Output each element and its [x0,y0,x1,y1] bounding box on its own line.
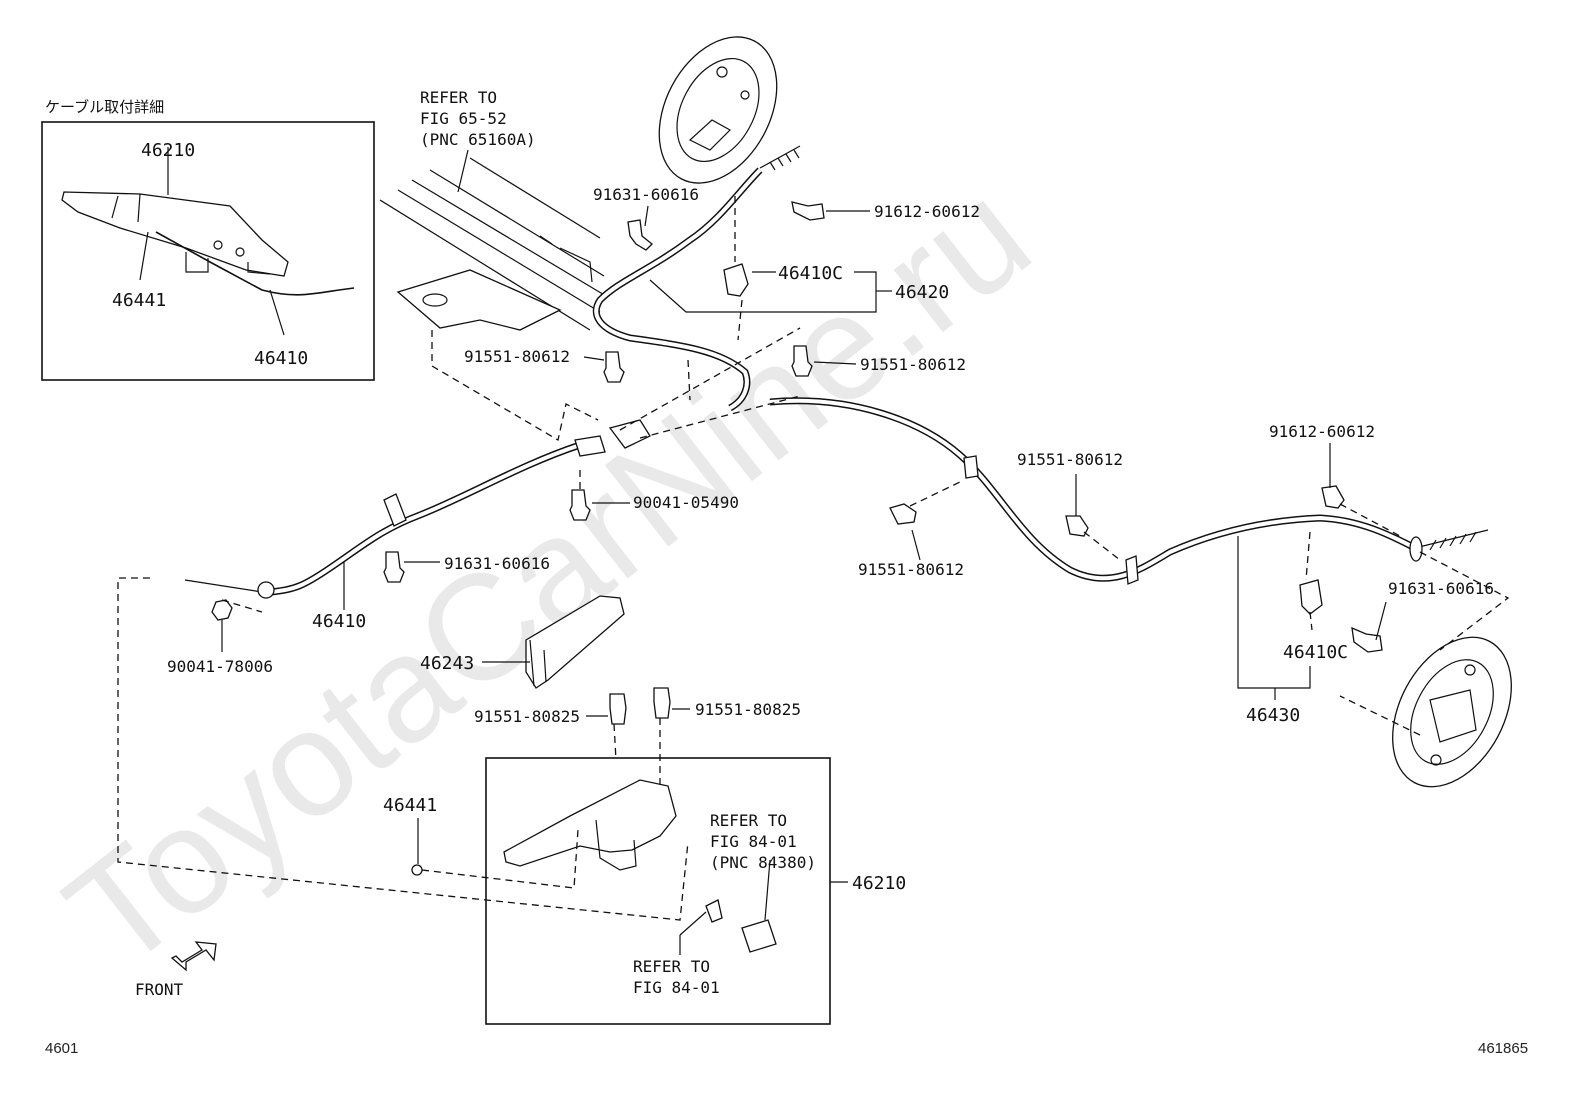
floor-panel-icon [379,157,607,331]
label-91551-c: 91551-80612 [1017,450,1123,469]
boot-46243-icon [525,595,625,689]
label-46410: 46410 [312,611,366,632]
detail-frame [41,121,375,381]
clamp-46410c-right-icon [1299,579,1323,615]
front-arrow-icon [170,941,217,972]
detail-label-46210: 46210 [141,140,195,161]
bolts [211,201,1383,876]
bolt-91631-mid-icon [383,551,405,583]
cable-46430 [769,397,1489,615]
equalizer-icon [608,419,651,449]
clip-46441-icon [411,864,423,876]
label-46210: 46210 [852,873,906,894]
label-46420: 46420 [895,282,949,303]
refer-mid: REFER TO FIG 84-01 (PNC 84380) [710,811,816,872]
nut-90041-78006-icon [211,599,233,621]
label-91631-top: 91631-60616 [593,185,699,204]
label-90041-78006: 90041-78006 [167,657,273,676]
detail-lever-icon [61,191,289,277]
svg-text:REFER TO: REFER TO [710,811,787,830]
bracket-icon [383,493,407,527]
label-91612-right: 91612-60612 [1269,422,1375,441]
label-90041-05490: 90041-05490 [633,493,739,512]
detail-inset: ケーブル取付詳細 46210 46441 46410 [41,98,375,381]
bolt-90041-05490-icon [569,489,591,521]
svg-text:(PNC 84380): (PNC 84380) [710,853,816,872]
svg-text:FIG 65-52: FIG 65-52 [420,109,507,128]
switch-screw-icon [705,899,723,923]
svg-text:FIG 84-01: FIG 84-01 [633,978,720,997]
bolt-91551-c-icon [889,503,917,525]
brake-plate-top-icon [658,36,778,184]
detail-title: ケーブル取付詳細 [45,98,164,116]
leader-lines [221,205,1387,883]
page-code-right: 461865 [1478,1040,1528,1057]
label-91551-80825-a: 91551-80825 [474,707,580,726]
lever-frame [485,757,831,1025]
bolt-91551-a-icon [603,351,625,383]
label-46243: 46243 [420,653,474,674]
front-label: FRONT [135,980,184,999]
label-46441: 46441 [383,795,437,816]
bolt-91631-top-icon [627,219,653,251]
lever-assembly-box [485,757,831,1025]
svg-text:(PNC 65160A): (PNC 65160A) [420,130,536,149]
cable-46410 [184,419,651,599]
label-46410c-top: 46410C [778,263,843,284]
cable-46420 [592,145,801,412]
label-91631-right: 91631-60616 [1388,579,1494,598]
label-46430: 46430 [1246,705,1300,726]
label-91612-top: 91612-60612 [874,202,980,221]
bolt-91631-right-icon [1351,626,1383,653]
bolt-91551-80825-a-icon [609,693,627,725]
switch-84380-icon [741,919,777,953]
part-labels: 91631-60616 91612-60612 46410C 46420 915… [167,185,1494,894]
bolt-91551-d-icon [1065,515,1089,537]
refer-bot: REFER TO FIG 84-01 [633,957,720,997]
label-91551-b: 91551-80612 [860,355,966,374]
bolt-91551-80825-b-icon [653,687,671,719]
dashed-lines [117,196,1510,921]
label-91551-80825-b: 91551-80825 [695,700,801,719]
brake-plate-right-icon [1392,636,1512,788]
label-91551-d: 91551-80612 [858,560,964,579]
label-91631-mid: 91631-60616 [444,554,550,573]
detail-label-46441: 46441 [112,290,166,311]
bolt-91551-b-icon [791,345,813,377]
label-91551-a: 91551-80612 [464,347,570,366]
bolt-91612-top-icon [791,201,825,221]
lever-46210-icon [503,779,677,867]
svg-text:FIG 84-01: FIG 84-01 [710,832,797,851]
detail-label-46410: 46410 [254,348,308,369]
page-code-left: 4601 [45,1040,78,1057]
refer-top: REFER TO FIG 65-52 (PNC 65160A) [420,88,536,193]
label-46410c-right: 46410C [1283,642,1348,663]
svg-text:REFER TO: REFER TO [633,957,710,976]
svg-text:REFER TO: REFER TO [420,88,497,107]
clamp-46410c-top-icon [723,263,749,297]
front-indicator: FRONT [135,941,217,999]
